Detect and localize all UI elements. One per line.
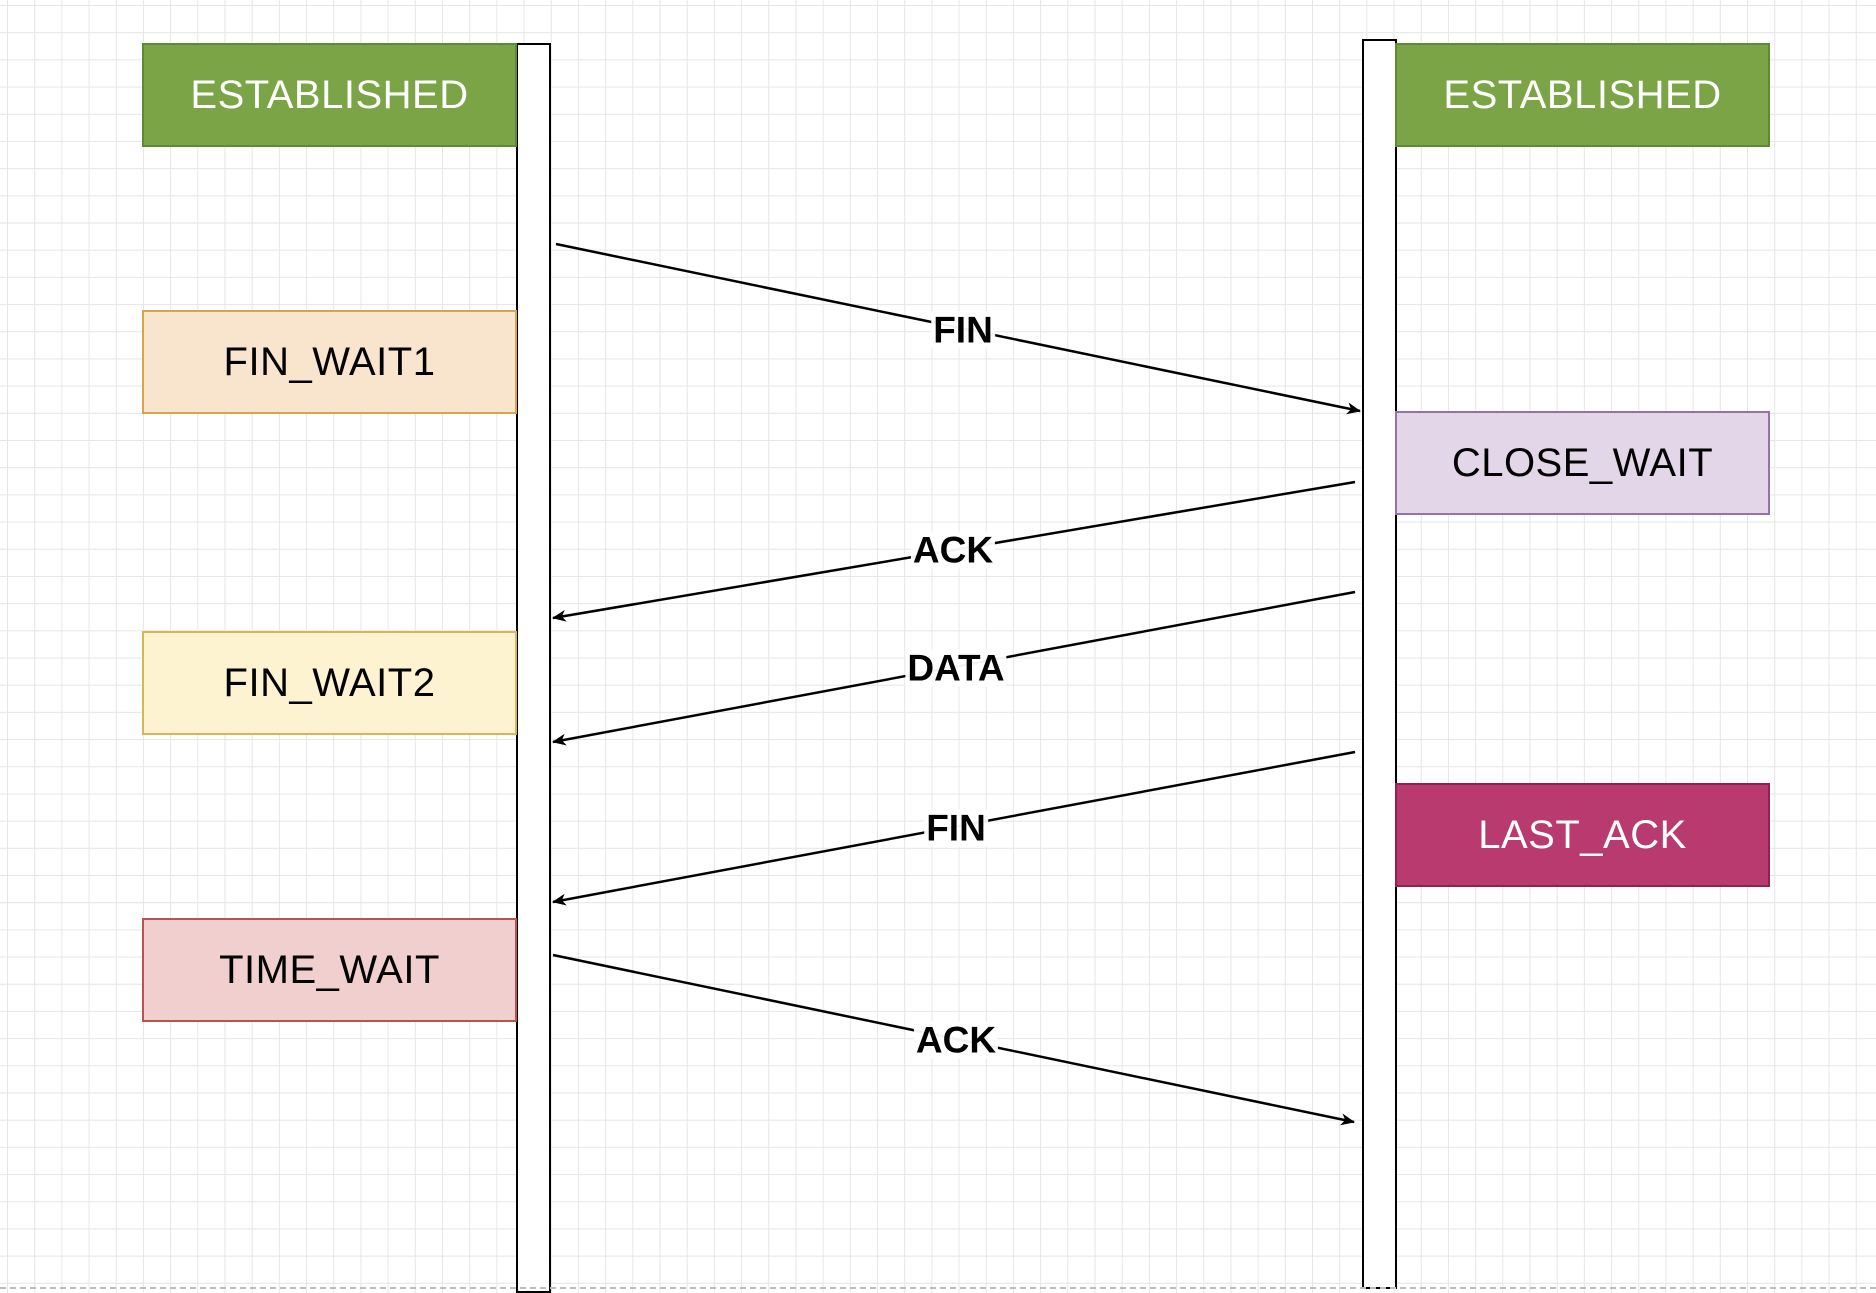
state-label: ESTABLISHED: [190, 72, 469, 117]
state-label: LAST_ACK: [1478, 812, 1687, 857]
state-label: ESTABLISHED: [1443, 72, 1722, 117]
client-lifeline: [516, 43, 551, 1293]
message-label-data: DATA: [905, 647, 1007, 689]
client-state-fin-wait2: FIN_WAIT2: [142, 631, 517, 735]
message-label-ack-1: ACK: [910, 529, 996, 571]
message-label-fin-1: FIN: [931, 309, 995, 351]
server-state-last-ack: LAST_ACK: [1395, 783, 1770, 887]
client-state-fin-wait1: FIN_WAIT1: [142, 310, 517, 414]
server-state-established: ESTABLISHED: [1395, 43, 1770, 147]
state-label: FIN_WAIT1: [223, 339, 436, 384]
page-boundary: [0, 1287, 1876, 1289]
state-label: TIME_WAIT: [219, 947, 440, 992]
client-state-established: ESTABLISHED: [142, 43, 517, 147]
message-label-ack-2: ACK: [913, 1019, 999, 1061]
client-state-time-wait: TIME_WAIT: [142, 918, 517, 1022]
server-lifeline: [1362, 39, 1397, 1289]
message-label-fin-2: FIN: [924, 807, 988, 849]
server-state-close-wait: CLOSE_WAIT: [1395, 411, 1770, 515]
state-label: FIN_WAIT2: [223, 660, 436, 705]
state-label: CLOSE_WAIT: [1451, 440, 1714, 485]
